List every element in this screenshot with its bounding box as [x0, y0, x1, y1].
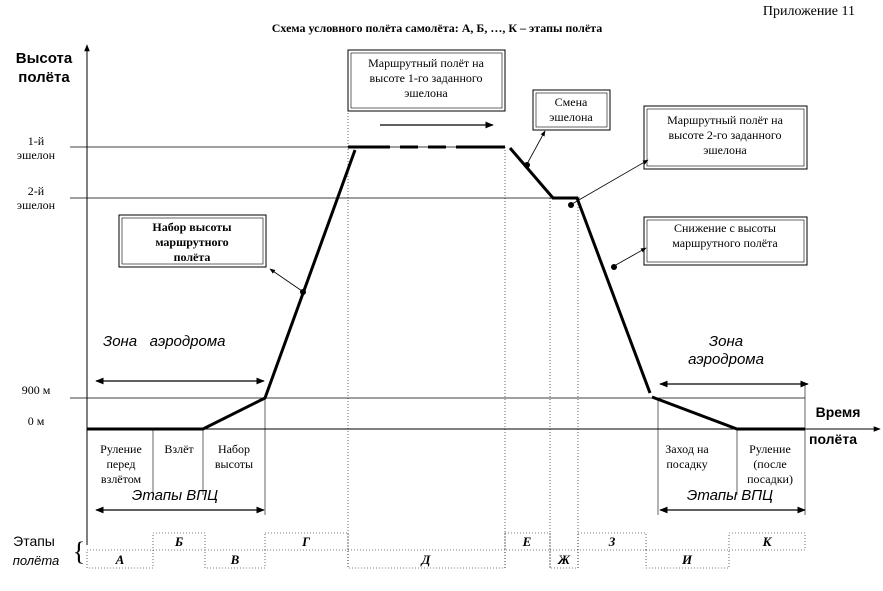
ground-taxi-before-1: Руление — [100, 442, 142, 456]
box-descent: Снижение с высоты маршрутного полёта — [643, 216, 808, 266]
box-change: Смена эшелона — [532, 89, 611, 131]
box-change-line1: Смена — [555, 95, 588, 109]
box-descent-dot — [611, 264, 617, 270]
box-descent-line1: Снижение с высоты — [674, 221, 776, 235]
zone-left-label: Зона аэродрома — [103, 333, 225, 350]
appendix-label: Приложение 11 — [763, 4, 855, 19]
y-axis-title-1: Высота — [16, 50, 73, 67]
box-cruise1-line1: Маршрутный полёт на — [368, 56, 484, 70]
box-climb-line3: полёта — [174, 250, 211, 264]
ground-approach-1: Заход на — [665, 442, 709, 456]
box-descent-line2: маршрутного полёта — [672, 236, 778, 250]
stages-brace: { — [73, 537, 85, 566]
level-echelon2-b: эшелон — [17, 198, 56, 212]
box-cruise2: Маршрутный полёт на высоте 2-го заданног… — [643, 105, 808, 170]
stage-z: З — [608, 534, 616, 549]
level-0m: 0 м — [28, 414, 45, 428]
zone-right-label-2: аэродрома — [688, 351, 764, 368]
box-change-dot — [524, 162, 530, 168]
box-descent-pointer — [613, 247, 647, 267]
x-axis-title-2: полёта — [809, 431, 857, 447]
vpc-right-label: Этапы ВПЦ — [687, 487, 773, 504]
box-cruise2-dot — [568, 202, 574, 208]
box-cruise2-line2: высоте 2-го заданного — [668, 128, 781, 142]
stage-zh: Ж — [557, 552, 571, 567]
box-cruise1-line2: высоте 1-го заданного — [369, 71, 482, 85]
level-echelon1-a: 1-й — [28, 134, 45, 148]
box-change-line2: эшелона — [549, 110, 593, 124]
level-echelon1-b: эшелон — [17, 148, 56, 162]
stage-i: И — [681, 552, 693, 567]
stage-g: Г — [301, 534, 310, 549]
box-cruise1-line3: эшелона — [404, 86, 448, 100]
stage-e: Е — [522, 534, 532, 549]
ground-climb-1: Набор — [218, 442, 250, 456]
stage-v: В — [230, 552, 240, 567]
box-climb-line1: Набор высоты — [152, 220, 232, 234]
level-900m: 900 м — [22, 383, 51, 397]
ground-taxi-after-2: (после — [753, 457, 786, 471]
zone-right-label-1: Зона — [709, 333, 743, 350]
box-climb: Набор высоты маршрутного полёта — [118, 214, 267, 268]
stage-b: Б — [174, 534, 183, 549]
ground-taxi-after-1: Руление — [749, 442, 791, 456]
x-axis-title-1: Время — [816, 404, 861, 420]
box-climb-line2: маршрутного — [155, 235, 228, 249]
stage-a: А — [115, 552, 125, 567]
ground-takeoff: Взлёт — [164, 442, 194, 456]
vpc-left-label: Этапы ВПЦ — [132, 487, 218, 504]
flight-profile — [87, 145, 805, 431]
diagram-title: Схема условного полёта самолёта: А, Б, …… — [272, 21, 603, 35]
stage-k: К — [762, 534, 773, 549]
stages-label-2: полёта — [13, 553, 60, 568]
level-echelon2-a: 2-й — [28, 184, 45, 198]
box-climb-pointer — [269, 268, 303, 292]
y-axis-title-2: полёта — [18, 69, 70, 86]
vertical-separators — [152, 50, 806, 568]
box-cruise2-pointer — [571, 159, 649, 205]
ground-climb-2: высоты — [215, 457, 253, 471]
box-change-pointer — [526, 130, 546, 165]
ground-taxi-before-3: взлётом — [101, 472, 142, 486]
stage-cells — [86, 532, 806, 569]
box-climb-dot — [300, 289, 306, 295]
stages-label-1: Этапы — [13, 533, 55, 549]
ground-taxi-after-3: посадки) — [747, 472, 793, 486]
box-cruise2-line1: Маршрутный полёт на — [667, 113, 783, 127]
box-cruise2-line3: эшелона — [703, 143, 747, 157]
ground-taxi-before-2: перед — [106, 457, 135, 471]
box-cruise1: Маршрутный полёт на высоте 1-го заданног… — [347, 49, 506, 112]
stage-d: Д — [421, 552, 432, 567]
ground-approach-2: посадку — [666, 457, 707, 471]
